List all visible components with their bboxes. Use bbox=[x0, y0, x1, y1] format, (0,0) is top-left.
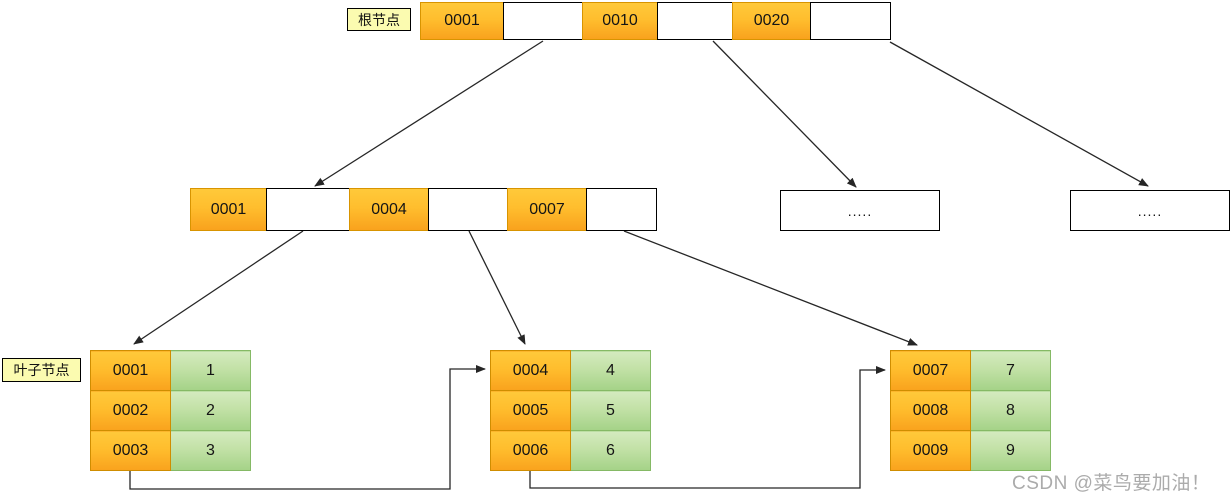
leaf-key-cell: 0002 bbox=[90, 390, 171, 431]
root-node: 0001 0010 0020 bbox=[420, 2, 894, 40]
leaf-row: 0006 6 bbox=[490, 430, 651, 471]
leaf-node-3: 0007 7 0008 8 0009 9 bbox=[890, 350, 1051, 471]
leaf-key-cell: 0009 bbox=[890, 430, 971, 471]
leaf-value-cell: 4 bbox=[570, 350, 651, 391]
leaf-value-cell: 2 bbox=[170, 390, 251, 431]
leaf-row: 0002 2 bbox=[90, 390, 251, 431]
root-node-label: 根节点 bbox=[347, 8, 411, 31]
internal-key-cell: 0001 bbox=[190, 188, 267, 231]
arrow-root-ptr3-to-collapsed-2 bbox=[889, 41, 1149, 187]
leaf-key-cell: 0008 bbox=[890, 390, 971, 431]
leaf-row: 0003 3 bbox=[90, 430, 251, 471]
leaf-key-cell: 0003 bbox=[90, 430, 171, 471]
arrow-root-ptr1-to-internal bbox=[314, 40, 544, 187]
arrow-internal-ptr1-to-leaf1 bbox=[133, 230, 304, 345]
leaf-row: 0007 7 bbox=[890, 350, 1051, 391]
leaf-node-1: 0001 1 0002 2 0003 3 bbox=[90, 350, 251, 471]
leaf-row: 0009 9 bbox=[890, 430, 1051, 471]
arrow-root-ptr2-to-collapsed-1 bbox=[712, 40, 857, 188]
leaf-value-cell: 6 bbox=[570, 430, 651, 471]
leaf-value-cell: 3 bbox=[170, 430, 251, 471]
root-key-cell: 0010 bbox=[582, 2, 658, 40]
root-pointer-cell bbox=[657, 2, 733, 40]
internal-pointer-cell bbox=[586, 188, 657, 231]
leaf-row: 0004 4 bbox=[490, 350, 651, 391]
leaf-value-cell: 7 bbox=[970, 350, 1051, 391]
collapsed-node: ..... bbox=[1070, 190, 1230, 231]
internal-pointer-cell bbox=[266, 188, 350, 231]
root-key-cell: 0020 bbox=[732, 2, 811, 40]
arrow-internal-ptr3-to-leaf3 bbox=[623, 230, 918, 346]
leaf-value-cell: 9 bbox=[970, 430, 1051, 471]
watermark: CSDN @菜鸟要加油！ bbox=[1012, 473, 1211, 494]
leaf-row: 0001 1 bbox=[90, 350, 251, 391]
internal-key-cell: 0004 bbox=[349, 188, 429, 231]
leaf-node-2: 0004 4 0005 5 0006 6 bbox=[490, 350, 651, 471]
leaf-value-cell: 1 bbox=[170, 350, 251, 391]
leaf-key-cell: 0006 bbox=[490, 430, 571, 471]
collapsed-node: ..... bbox=[780, 190, 940, 231]
root-pointer-cell bbox=[503, 2, 583, 40]
leaf-key-cell: 0005 bbox=[490, 390, 571, 431]
leaf-node-label: 叶子节点 bbox=[2, 358, 81, 382]
root-key-cell: 0001 bbox=[420, 2, 504, 40]
arrow-internal-ptr2-to-leaf2 bbox=[468, 230, 526, 345]
internal-node: 0001 0004 0007 bbox=[190, 188, 660, 231]
leaf-row: 0005 5 bbox=[490, 390, 651, 431]
root-pointer-cell bbox=[810, 2, 891, 40]
internal-pointer-cell bbox=[428, 188, 508, 231]
leaf-value-cell: 8 bbox=[970, 390, 1051, 431]
leaf-value-cell: 5 bbox=[570, 390, 651, 431]
leaf-key-cell: 0001 bbox=[90, 350, 171, 391]
leaf-key-cell: 0004 bbox=[490, 350, 571, 391]
leaf-key-cell: 0007 bbox=[890, 350, 971, 391]
internal-key-cell: 0007 bbox=[507, 188, 587, 231]
leaf-row: 0008 8 bbox=[890, 390, 1051, 431]
